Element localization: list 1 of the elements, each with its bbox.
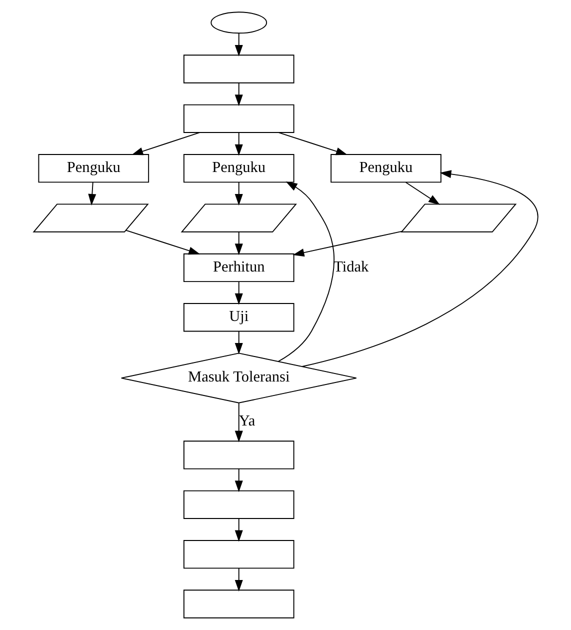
- edge-label: Tidak: [333, 258, 368, 276]
